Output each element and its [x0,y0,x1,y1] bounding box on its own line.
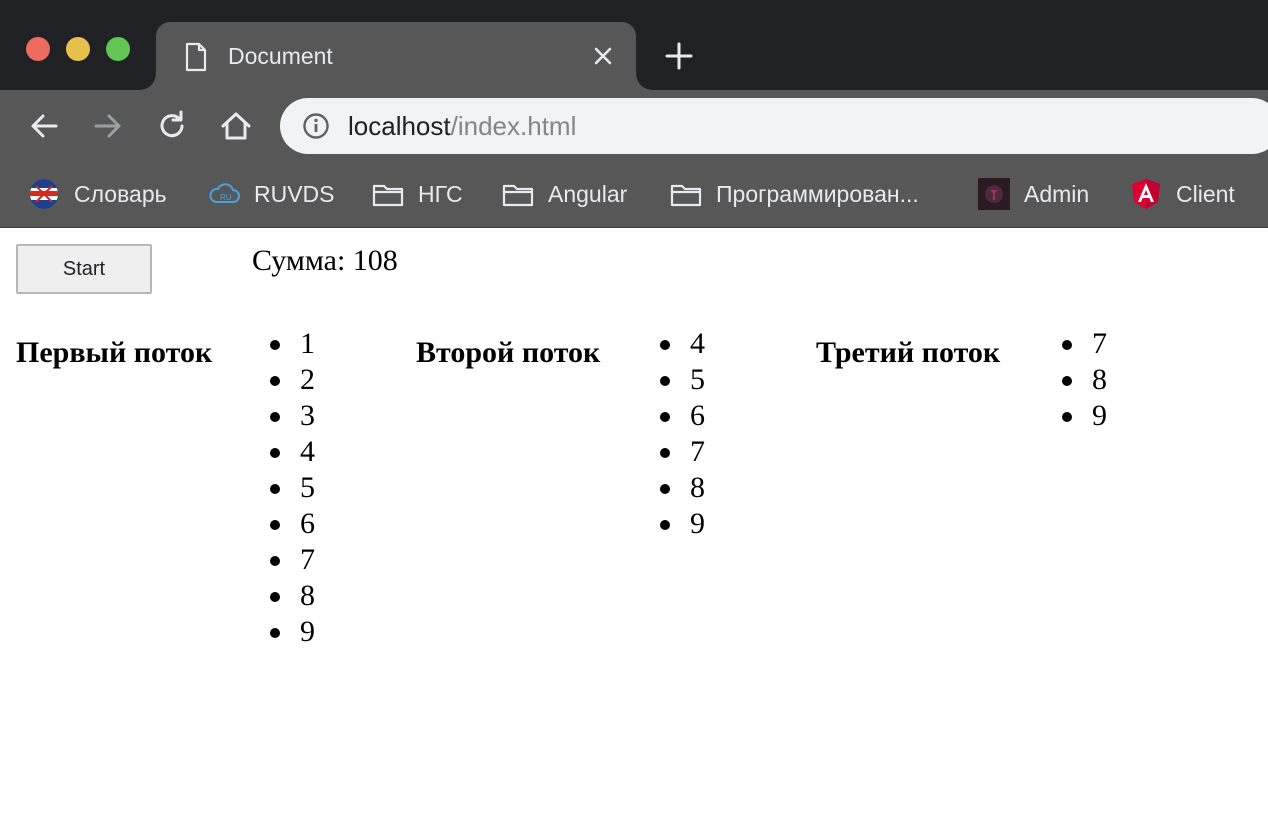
list-item: 8 [660,470,705,506]
tab-title: Document [228,43,333,69]
bookmark-label: RUVDS [254,181,335,207]
list-item: 7 [270,542,315,578]
list-item: 5 [660,362,705,398]
forward-arrow-icon[interactable] [90,108,126,144]
admin-favicon [978,178,1010,210]
list-item: 3 [270,398,315,434]
cloud-ru-favicon: RU [209,183,240,203]
list-item: 8 [270,578,315,614]
svg-text:RU: RU [220,193,232,202]
list-item: 5 [270,470,315,506]
browser-tab-active[interactable]: Document [140,22,652,90]
bookmark-label: Angular [548,181,628,207]
list-item: 1 [270,326,315,362]
bookmark-label: Словарь [74,181,167,207]
stream-title-first: Первый поток [16,336,213,369]
bookmark-label: НГС [418,181,463,207]
list-item: 7 [660,434,705,470]
folder-icon [670,184,702,207]
bookmark-admin[interactable]: Admin [978,162,1089,226]
list-item: 9 [270,614,315,650]
bookmark-slovar[interactable]: Словарь [28,162,167,226]
window-maximize-button[interactable] [106,37,130,61]
bookmark-folder-programming[interactable]: Программирован... [670,162,919,226]
window-minimize-button[interactable] [66,37,90,61]
list-item: 6 [660,398,705,434]
bookmark-ruvds[interactable]: RU RUVDS [208,162,335,226]
url-host: localhost [348,111,451,141]
url-text[interactable]: localhost/index.html [348,111,576,141]
list-item: 9 [1062,398,1107,434]
list-item: 7 [1062,326,1107,362]
url-path: /index.html [450,111,577,141]
stream-title-third: Третий поток [816,336,1001,369]
list-item: 9 [660,506,705,542]
reload-icon[interactable] [154,108,190,144]
dictionary-favicon [30,179,58,209]
bookmarks-bar: Словарь RU RUVDS НГС Angular Программиро… [0,162,1268,228]
list-item: 4 [270,434,315,470]
start-button[interactable]: Start [16,244,152,294]
stream-title-second: Второй поток [416,336,601,369]
bookmark-client[interactable]: Client [1130,162,1235,226]
bookmark-label: Client [1176,181,1235,207]
folder-icon [372,184,404,207]
sum-text: Сумма: 108 [252,244,398,277]
bookmark-label: Программирован... [716,181,919,207]
window-titlebar: Document [0,0,1268,90]
back-arrow-icon[interactable] [26,108,62,144]
tab-close-icon[interactable] [590,43,616,69]
bookmark-folder-angular[interactable]: Angular [502,162,627,226]
folder-icon [502,184,534,207]
list-item: 6 [270,506,315,542]
bookmark-label: Admin [1024,181,1090,207]
angular-favicon [1132,179,1160,209]
new-tab-icon[interactable] [664,41,694,71]
browser-toolbar: localhost/index.html [0,90,1268,162]
window-close-button[interactable] [26,37,50,61]
list-item: 8 [1062,362,1107,398]
document-icon [185,42,207,72]
list-item: 2 [270,362,315,398]
address-bar[interactable]: localhost/index.html [280,98,1268,154]
site-info-icon[interactable] [302,112,330,140]
list-item: 4 [660,326,705,362]
bookmark-folder-ngs[interactable]: НГС [372,162,463,226]
home-icon[interactable] [218,108,254,144]
